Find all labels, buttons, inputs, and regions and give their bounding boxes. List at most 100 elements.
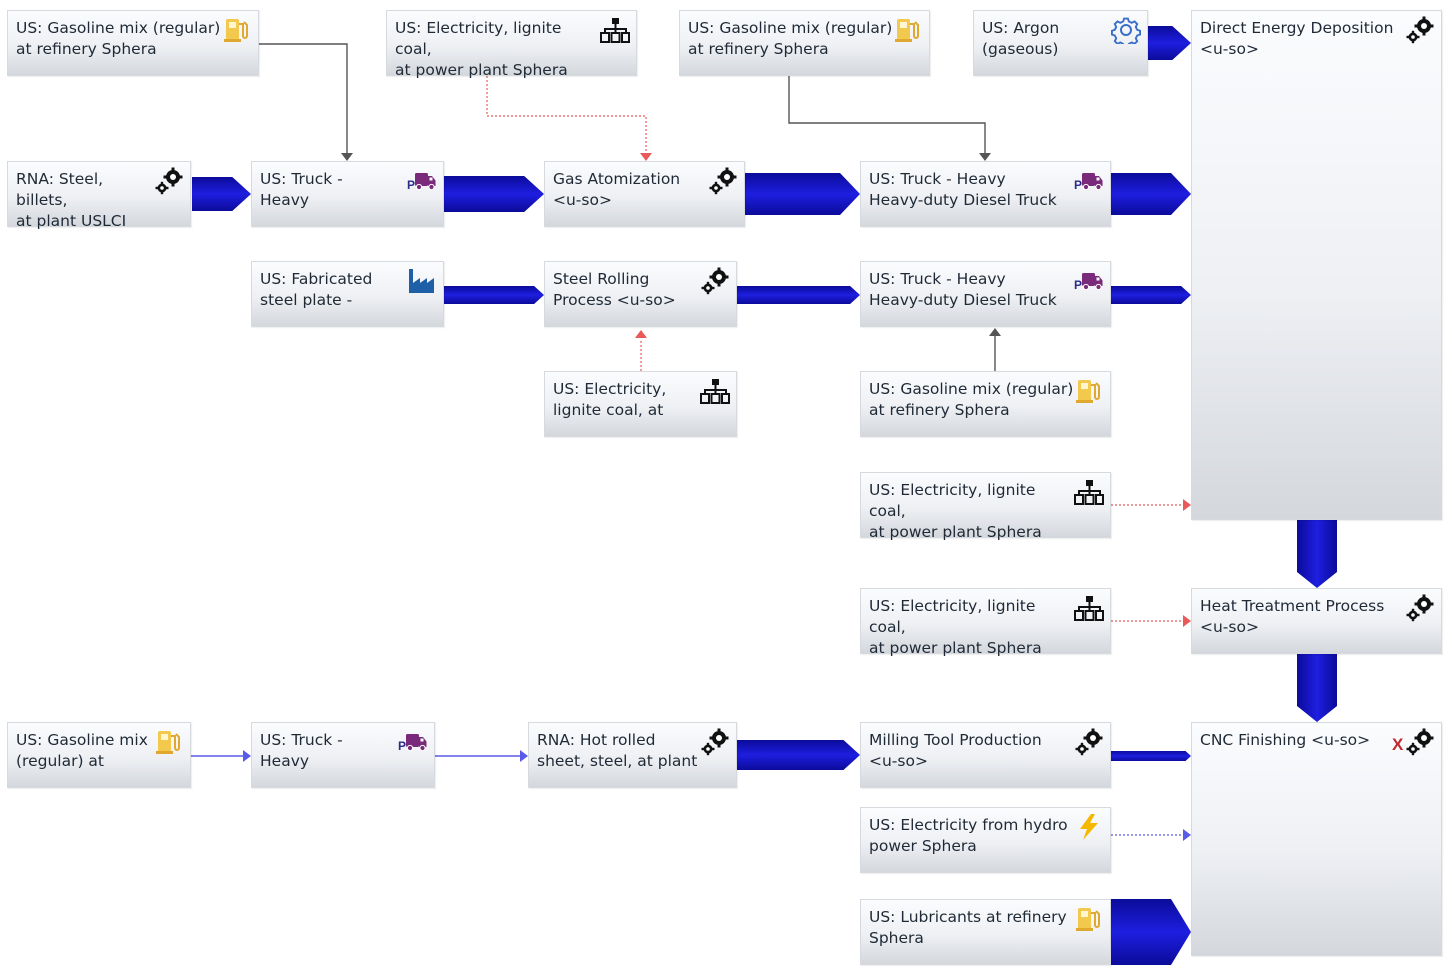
link-gasoline-to-truck-1	[259, 43, 348, 153]
svg-text:P: P	[398, 739, 406, 753]
node-steel-billets[interactable]: RNA: Steel, billets, at plant USLCI	[7, 161, 191, 230]
node-label: US: Truck - Heavy	[260, 731, 343, 770]
node-fabricated-steel-plate[interactable]: US: Fabricated steel plate -	[251, 261, 444, 327]
plant-tree-icon	[1074, 594, 1104, 622]
gears-icon	[708, 167, 738, 195]
node-label: RNA: Steel, billets, at plant USLCI	[16, 170, 127, 230]
arrowhead-truck-to-hotrolled	[520, 750, 528, 762]
node-lubricants[interactable]: US: Lubricants at refinery Sphera	[860, 899, 1111, 965]
svg-text:P: P	[1074, 178, 1082, 192]
gears-icon	[154, 167, 184, 195]
arrowhead-electricity-to-ded	[1183, 499, 1191, 511]
node-label: RNA: Hot rolled sheet, steel, at plant	[537, 731, 698, 770]
fuel-pump-icon	[1074, 905, 1104, 933]
node-electricity-hydro[interactable]: US: Electricity from hydro power Sphera	[860, 807, 1111, 873]
node-steel-rolling[interactable]: Steel Rolling Process <u-so>	[544, 261, 737, 327]
fuel-pump-icon	[1074, 377, 1104, 405]
truck-icon: P	[407, 167, 437, 195]
node-label: Direct Energy Deposition <u-so>	[1200, 19, 1394, 58]
node-electricity-lignite-2[interactable]: US: Electricity, lignite coal, at	[544, 371, 737, 437]
plant-tree-icon	[700, 377, 730, 405]
gears-icon	[700, 728, 730, 756]
node-label: US: Electricity, lignite coal, at power …	[869, 597, 1042, 657]
node-heat-treatment[interactable]: Heat Treatment Process <u-so>	[1191, 588, 1442, 654]
flow-gas-atomization-to-truck	[745, 173, 860, 215]
gears-icon	[1074, 728, 1104, 756]
node-electricity-lignite-4[interactable]: US: Electricity, lignite coal, at power …	[860, 588, 1111, 657]
node-label: US: Gasoline mix (regular) at refinery S…	[16, 19, 221, 58]
flow-hotrolled-to-milling	[737, 740, 860, 770]
arrowhead-gasoline-to-truck-3	[989, 328, 1001, 336]
plant-tree-icon	[1074, 478, 1104, 506]
truck-icon: P	[1074, 267, 1104, 295]
node-argon[interactable]: US: Argon (gaseous)	[973, 10, 1148, 76]
lightning-icon	[1074, 813, 1104, 841]
fuel-pump-icon	[222, 16, 252, 44]
fuel-pump-icon	[154, 728, 184, 756]
flow-ded-to-heat	[1297, 520, 1337, 588]
node-label: US: Gasoline mix (regular) at	[16, 731, 148, 770]
node-label: US: Argon (gaseous)	[982, 19, 1060, 58]
node-label: Steel Rolling Process <u-so>	[553, 270, 676, 309]
gears-icon	[1405, 594, 1435, 622]
svg-text:P: P	[1074, 278, 1082, 292]
flow-rolling-to-truck	[737, 286, 860, 304]
node-truck-heavy-2[interactable]: US: Truck - Heavy Heavy-duty Diesel Truc…	[860, 161, 1111, 227]
flow-truck-to-ded-2	[1111, 286, 1191, 304]
svg-text:P: P	[407, 178, 415, 192]
flow-heat-to-cnc	[1297, 654, 1337, 722]
flow-truck-to-gas-atomization	[444, 176, 544, 212]
truck-icon: P	[398, 728, 428, 756]
link-gasoline-to-truck-2	[788, 76, 986, 153]
node-electricity-lignite-3[interactable]: US: Electricity, lignite coal, at power …	[860, 472, 1111, 541]
link-electricity-to-gas-atomization	[486, 76, 647, 152]
node-electricity-lignite-1[interactable]: US: Electricity, lignite coal, at power …	[386, 10, 637, 79]
node-milling-tool-production[interactable]: Milling Tool Production <u-so>	[860, 722, 1111, 788]
arrowhead-electricity-to-rolling	[635, 330, 647, 338]
factory-icon	[407, 267, 437, 295]
node-cnc-finishing[interactable]: CNC Finishing <u-so> X	[1191, 722, 1442, 956]
gears-icon	[1405, 16, 1435, 44]
node-gasoline-mix-3[interactable]: US: Gasoline mix (regular) at refinery S…	[860, 371, 1111, 437]
node-label: US: Electricity from hydro power Sphera	[869, 816, 1068, 855]
gears-icon	[700, 267, 730, 295]
flow-truck-to-ded	[1111, 173, 1191, 215]
node-label: US: Electricity, lignite coal, at power …	[869, 481, 1042, 541]
node-hot-rolled-sheet[interactable]: RNA: Hot rolled sheet, steel, at plant	[528, 722, 737, 788]
plant-tree-icon	[600, 16, 630, 44]
node-gasoline-mix-4[interactable]: US: Gasoline mix (regular) at	[7, 722, 191, 788]
node-label: Heat Treatment Process <u-so>	[1200, 597, 1385, 636]
arrowhead-gasoline-to-truck-1	[341, 153, 353, 161]
arrowhead-hydro-to-cnc	[1183, 829, 1191, 841]
flow-argon-to-ded	[1148, 26, 1191, 60]
flow-milling-to-cnc	[1111, 751, 1191, 761]
node-truck-heavy-3[interactable]: US: Truck - Heavy Heavy-duty Diesel Truc…	[860, 261, 1111, 327]
node-label: CNC Finishing <u-so>	[1200, 731, 1371, 749]
node-label: US: Truck - Heavy	[260, 170, 343, 209]
gear-outline-icon	[1111, 16, 1141, 44]
flow-steel-to-truck	[192, 177, 251, 211]
flow-lubricants-to-cnc	[1111, 899, 1191, 965]
node-gasoline-mix-2[interactable]: US: Gasoline mix (regular) at refinery S…	[679, 10, 930, 76]
arrowhead-gasoline-to-truck-4	[243, 750, 251, 762]
fuel-pump-icon	[893, 16, 923, 44]
node-label: US: Lubricants at refinery Sphera	[869, 908, 1067, 947]
node-direct-energy-deposition[interactable]: Direct Energy Deposition <u-so>	[1191, 10, 1442, 520]
node-truck-heavy-4[interactable]: US: Truck - Heavy P	[251, 722, 435, 788]
node-gas-atomization[interactable]: Gas Atomization <u-so>	[544, 161, 745, 227]
node-truck-heavy-1[interactable]: US: Truck - Heavy P	[251, 161, 444, 227]
node-label: US: Truck - Heavy Heavy-duty Diesel Truc…	[869, 270, 1057, 309]
flow-fabsteel-to-rolling	[444, 286, 544, 304]
node-label: Milling Tool Production <u-so>	[869, 731, 1042, 770]
node-label: US: Gasoline mix (regular) at refinery S…	[688, 19, 893, 58]
arrowhead-electricity-to-gas-atomization	[640, 153, 652, 161]
node-label: US: Fabricated steel plate -	[260, 270, 373, 309]
node-label: US: Electricity, lignite coal, at	[553, 380, 667, 419]
node-gasoline-mix-1[interactable]: US: Gasoline mix (regular) at refinery S…	[7, 10, 259, 76]
x-gears-icon: X	[1391, 728, 1435, 756]
node-label: US: Electricity, lignite coal, at power …	[395, 19, 568, 79]
arrowhead-gasoline-to-truck-2	[979, 153, 991, 161]
svg-text:X: X	[1392, 735, 1404, 754]
